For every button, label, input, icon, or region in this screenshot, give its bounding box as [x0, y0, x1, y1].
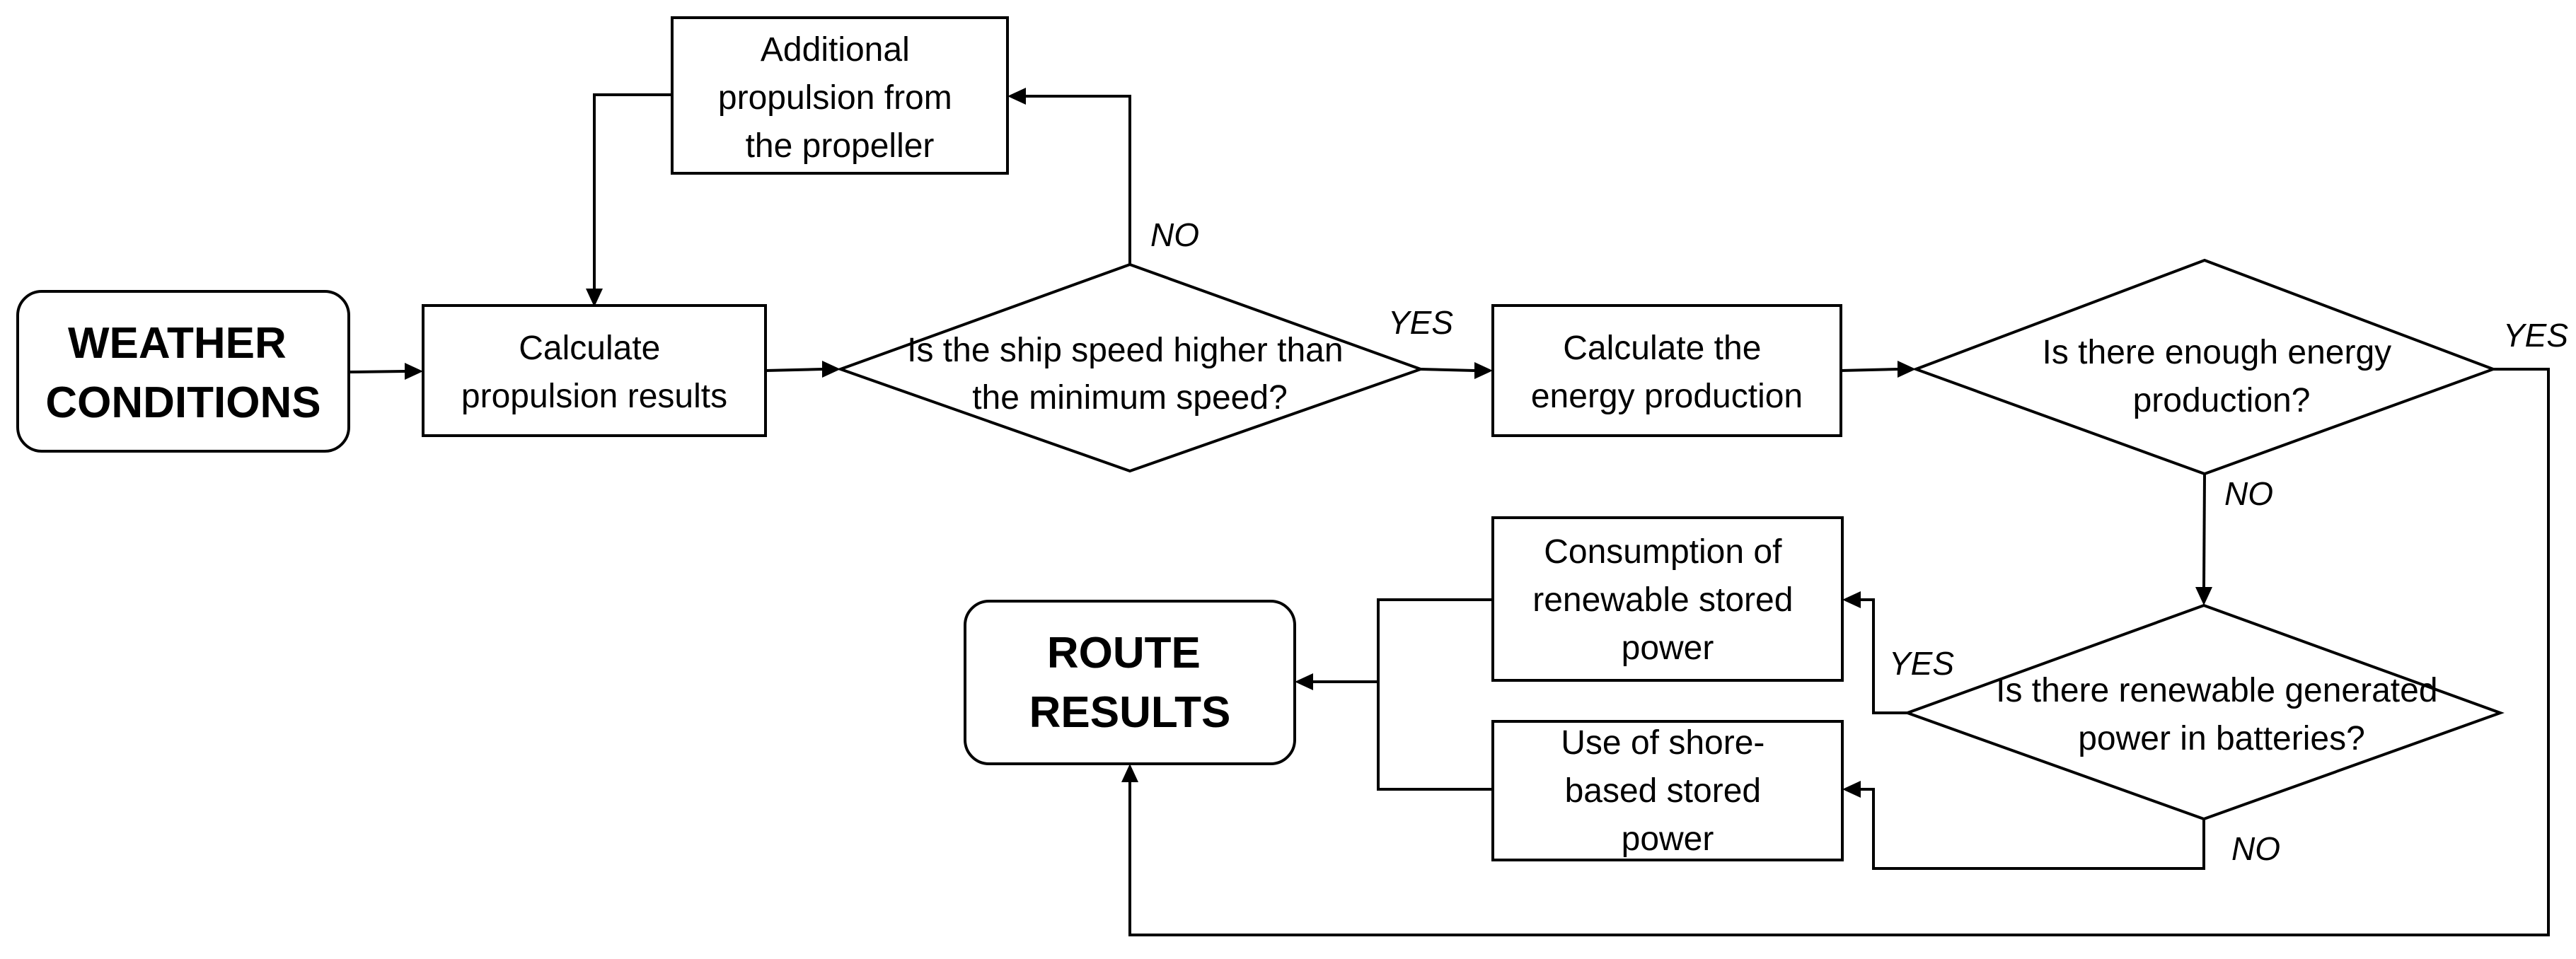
node-text-line: the minimum speed? — [972, 379, 1288, 417]
connectors — [350, 88, 2550, 936]
node-shore-power: Use of shore- based stored power — [1491, 720, 1844, 861]
node-text-line: Calculate — [519, 330, 660, 367]
node-text-line: ROUTE — [1047, 629, 1201, 678]
svg-text:Consumption of renewable: Consumption of renewable stored power — [1532, 533, 1803, 667]
connector-consumption-to-merge — [1377, 598, 1493, 791]
svg-text:ROUTE RESULTS: ROUTE RESULTS — [1029, 629, 1231, 737]
node-text-line: propulsion from — [718, 79, 952, 117]
svg-text:Use of shore- based stor: Use of shore- based stored power — [1561, 724, 1774, 858]
node-text-line: CONDITIONS — [45, 378, 320, 427]
edge-label-renewable-no: NO — [2231, 830, 2280, 867]
node-text-line: renewable stored — [1532, 581, 1793, 619]
arrowhead-icon — [586, 289, 603, 307]
node-text-line: propulsion results — [461, 378, 727, 415]
connector-speed-no-to-additional-propulsion — [1026, 95, 1131, 265]
edge-label-speed-no: NO — [1150, 216, 1199, 253]
svg-text:Is there enough energy p: Is there enough energy production? — [2042, 334, 2401, 419]
node-text-line: Calculate the — [1563, 330, 1761, 367]
connector-energy-yes-to-route-results — [1128, 368, 2550, 936]
node-text-line: Is the ship speed higher than — [907, 332, 1343, 369]
svg-text:Calculate propulsion res: Calculate propulsion results — [461, 330, 727, 415]
node-text-line: power — [1622, 629, 1714, 667]
arrowhead-icon — [1121, 764, 1138, 782]
connector-energy-no-to-renewable-check — [2202, 473, 2206, 588]
node-weather-conditions: WEATHER CONDITIONS — [16, 290, 350, 453]
node-text-line: Additional — [761, 31, 910, 69]
connector-calc-energy-to-energy-check — [1840, 368, 1898, 372]
connector-calc-propulsion-to-speed-check — [765, 368, 823, 372]
edge-label-renewable-yes: YES — [1889, 645, 1954, 682]
edge-labels: NO YES YES NO YES NO — [1150, 216, 2568, 867]
svg-text:Is the ship speed higher than: Is the ship speed higher than the minimu… — [907, 332, 1353, 417]
node-text-line: RESULTS — [1029, 688, 1231, 737]
arrowhead-icon — [1842, 591, 1861, 608]
node-text-line: power in batteries? — [2078, 720, 2365, 757]
node-calculate-propulsion: Calculate propulsion results — [422, 304, 767, 437]
connector-additional-propulsion-to-calc-propulsion — [593, 93, 672, 289]
arrowhead-icon — [1007, 88, 1026, 105]
node-additional-propulsion: Additional propulsion from the propeller — [671, 16, 1009, 175]
arrowhead-icon — [2195, 587, 2212, 605]
connector-speed-yes-to-calc-energy — [1420, 368, 1475, 372]
connector-weather-to-calc-propulsion — [350, 370, 405, 373]
arrowhead-icon — [1842, 781, 1861, 798]
node-text-line: the propeller — [746, 127, 935, 165]
edge-label-energy-yes: YES — [2503, 317, 2568, 354]
decision-energy-check: Is there enough energy production? — [1912, 258, 2497, 476]
node-consumption-renewable: Consumption of renewable stored power — [1491, 516, 1844, 682]
node-route-results: ROUTE RESULTS — [964, 600, 1296, 765]
svg-text:Additional propulsion fr: Additional propulsion from the propeller — [718, 31, 961, 165]
connector-renewable-no-to-shore-power — [1861, 788, 2205, 870]
node-text-line: power — [1622, 820, 1714, 858]
svg-text:Is there renewable generated: Is there renewable generated power in ba… — [1996, 672, 2447, 757]
node-text-line: energy production — [1531, 378, 1803, 415]
node-text-line: Use of shore- — [1561, 724, 1764, 762]
arrowhead-icon — [822, 361, 841, 378]
arrowhead-icon — [1898, 361, 1916, 378]
arrowhead-icon — [1474, 362, 1493, 379]
connector-renewable-yes-to-consumption — [1861, 598, 1907, 714]
node-text-line: WEATHER — [68, 319, 287, 368]
node-text-line: based stored — [1565, 772, 1762, 810]
node-text-line: Is there enough energy — [2042, 334, 2391, 371]
svg-text:WEATHER CONDITIONS: WEATHER CONDITIONS — [45, 319, 320, 427]
svg-text:Calculate the energy pro: Calculate the energy production — [1531, 330, 1803, 415]
node-text-line: Is there renewable generated — [1996, 672, 2437, 709]
edge-label-speed-yes: YES — [1388, 304, 1453, 341]
node-calculate-energy: Calculate the energy production — [1491, 304, 1842, 437]
edge-label-energy-no: NO — [2224, 475, 2273, 512]
node-text-line: Consumption of — [1544, 533, 1782, 571]
node-text-line: production? — [2133, 382, 2311, 419]
arrowhead-icon — [405, 363, 423, 380]
decision-speed-check: Is the ship speed higher than the minimu… — [836, 262, 1425, 473]
decision-renewable-check: Is there renewable generated power in ba… — [1903, 603, 2505, 821]
arrowhead-icon — [1295, 673, 1313, 690]
